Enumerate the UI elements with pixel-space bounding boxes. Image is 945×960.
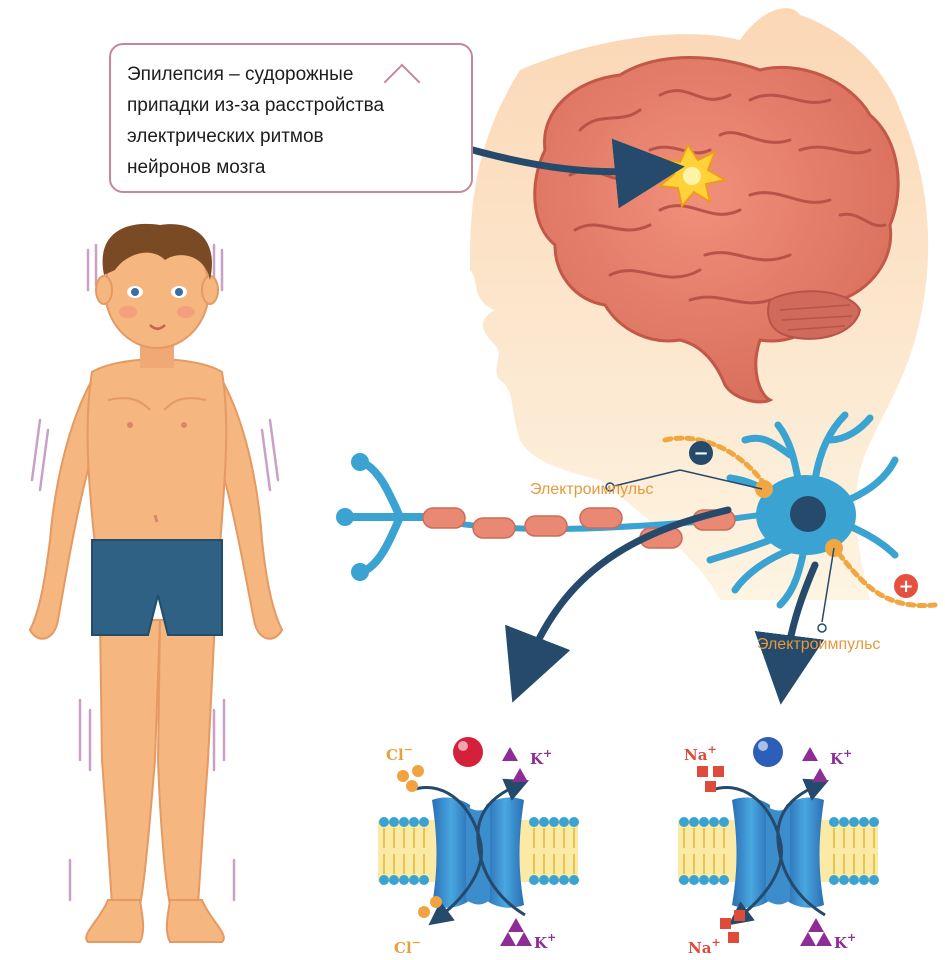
ion-label-k-bottom-left: K: [534, 934, 548, 952]
definition-text: Эпилепсия – судорожные припадки из-за ра…: [127, 59, 455, 183]
ion-charge-na-bottom: +: [711, 936, 720, 949]
ion-charge-cl-bottom: −: [412, 936, 421, 949]
definition-line-2: припадки из-за расстройства: [127, 95, 385, 116]
lipid-head: [859, 875, 869, 885]
lipid-head: [709, 817, 719, 827]
lipid-head: [379, 817, 389, 827]
svg-text:Cl−: Cl−: [394, 936, 421, 957]
ion-label-na-top: Na: [684, 746, 708, 764]
lipid-head: [379, 875, 389, 885]
tremor-lines: [30, 243, 280, 902]
svg-text:Na+: Na+: [684, 743, 717, 764]
lipid-head: [679, 817, 689, 827]
lipid-head: [529, 817, 539, 827]
callout-arrow: [451, 138, 685, 209]
ion-label-k-bottom-right: K: [834, 934, 848, 952]
lipid-head: [689, 875, 699, 885]
lipid-head: [419, 875, 429, 885]
ion-charge-k-bottom-left: +: [547, 931, 556, 944]
ion-channel-right: [678, 737, 879, 946]
ion-label-k-top-right: K: [830, 750, 844, 768]
lipid-head: [699, 875, 709, 885]
svg-text:K+: K+: [834, 931, 856, 952]
definition-line-4: нейронов мозга: [127, 157, 266, 178]
lipid-head: [389, 875, 399, 885]
lipid-head: [719, 817, 729, 827]
lipid-head: [689, 817, 699, 827]
lipid-head: [529, 875, 539, 885]
lipid-head: [399, 875, 409, 885]
ion-label-na-bottom: Na: [688, 939, 712, 957]
lipid-head: [839, 817, 849, 827]
definition-line-1: Эпилепсия – судорожные: [127, 64, 354, 85]
svg-text:K+: K+: [530, 747, 552, 768]
impulse-label-top: Электроимпульс: [530, 481, 654, 498]
svg-text:K+: K+: [534, 931, 556, 952]
lipid-head: [719, 875, 729, 885]
ion-channel-left: [378, 737, 579, 946]
svg-text:Na+: Na+: [688, 936, 721, 957]
ion-label-cl-bottom: Cl: [394, 939, 412, 957]
lipid-head: [849, 875, 859, 885]
lipid-head: [869, 875, 879, 885]
ion-label-cl-top: Cl: [386, 746, 404, 764]
svg-text:Cl−: Cl−: [386, 743, 413, 764]
lipid-head: [549, 817, 559, 827]
ion-charge-k-top-right: +: [843, 747, 852, 760]
lipid-head: [839, 875, 849, 885]
lipid-head: [389, 817, 399, 827]
ion-charge-cl-top: −: [404, 743, 413, 756]
minus-charge-icon: −: [693, 443, 708, 464]
ion-label-k-top-left: K: [530, 750, 544, 768]
lipid-head: [419, 817, 429, 827]
svg-text:K+: K+: [830, 747, 852, 768]
lipid-head: [399, 817, 409, 827]
ion-charge-na-top: +: [707, 743, 716, 756]
lipid-head: [849, 817, 859, 827]
plus-charge-icon: +: [898, 576, 913, 597]
lipid-head: [869, 817, 879, 827]
lipid-head: [539, 817, 549, 827]
lipid-head: [709, 875, 719, 885]
lipid-head: [569, 817, 579, 827]
arrow-to-left-channel: [505, 506, 732, 703]
arrow-to-right-channel: [754, 561, 825, 705]
lipid-head: [409, 875, 419, 885]
lipid-head: [549, 875, 559, 885]
lipid-head: [829, 875, 839, 885]
ion-charge-k-top-left: +: [543, 747, 552, 760]
lipid-head: [559, 875, 569, 885]
lipid-head: [569, 875, 579, 885]
impulse-label-bottom: Электроимпульс: [757, 636, 881, 653]
lipid-head: [559, 817, 569, 827]
lipid-head: [699, 817, 709, 827]
definition-callout: Эпилепсия – судорожные припадки из-за ра…: [109, 43, 473, 193]
boy-figure: [28, 223, 284, 943]
definition-line-3: электрических ритмов: [127, 126, 324, 147]
lipid-head: [679, 875, 689, 885]
lipid-head: [829, 817, 839, 827]
lipid-head: [539, 875, 549, 885]
lipid-head: [409, 817, 419, 827]
ion-charge-k-bottom-right: +: [847, 931, 856, 944]
lipid-head: [859, 817, 869, 827]
